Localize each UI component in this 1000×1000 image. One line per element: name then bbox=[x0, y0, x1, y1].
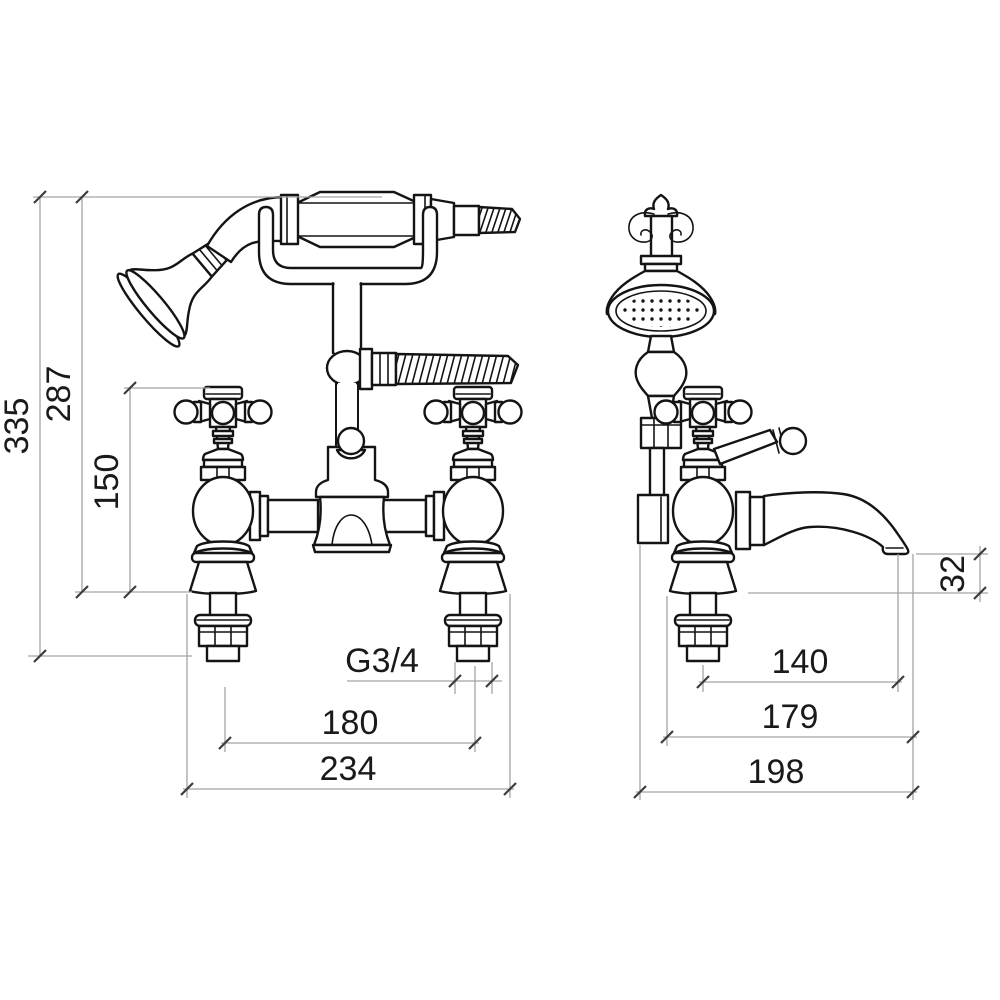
mixer-body-front bbox=[311, 426, 393, 554]
spout-profile bbox=[762, 491, 910, 556]
dim-label-234: 234 bbox=[320, 750, 377, 788]
dim-label-180: 180 bbox=[322, 704, 379, 742]
hose-tee bbox=[325, 347, 520, 450]
dim-label-150: 150 bbox=[88, 454, 126, 511]
dimension-projection: 179 bbox=[660, 554, 920, 800]
dim-label-140: 140 bbox=[772, 643, 829, 681]
wall-bracket-side bbox=[636, 493, 670, 545]
hose-outlet-segment bbox=[477, 205, 522, 235]
dim-label-335: 335 bbox=[0, 398, 36, 455]
spray-face-dots bbox=[623, 295, 699, 327]
dimension-overall-depth: 198 bbox=[633, 545, 920, 800]
dimension-layer: 335 287 150 G3/4 180 234 bbox=[0, 190, 988, 800]
shower-head-front bbox=[116, 240, 228, 348]
spout-side bbox=[734, 490, 910, 556]
column-join bbox=[332, 282, 362, 354]
side-view bbox=[605, 193, 910, 663]
dim-label-g34: G3/4 bbox=[345, 642, 419, 680]
handset-side bbox=[605, 193, 717, 545]
diverter-knob-front bbox=[336, 426, 366, 456]
dimension-deck-to-handset: 287 bbox=[40, 190, 89, 599]
center-spout-front bbox=[312, 495, 392, 547]
dimension-spout-reach: 140 bbox=[696, 554, 905, 692]
dim-label-198: 198 bbox=[748, 753, 805, 791]
dim-label-32: 32 bbox=[934, 555, 972, 593]
handset-cradle bbox=[257, 205, 439, 286]
front-view bbox=[116, 190, 523, 663]
diverter-lever-side bbox=[712, 426, 808, 466]
cradle-hook-finial bbox=[643, 193, 679, 218]
dimension-spout-drop: 32 bbox=[934, 546, 987, 602]
dimension-thread: G3/4 bbox=[345, 642, 502, 694]
dimension-overall-width: 234 bbox=[180, 594, 517, 798]
cradle-hook-volute-right bbox=[667, 211, 694, 243]
dimension-tap-centres: 180 bbox=[218, 666, 482, 752]
dim-label-287: 287 bbox=[40, 366, 78, 423]
cradle-hook-volute-left bbox=[628, 211, 655, 243]
hose-lower-segment bbox=[394, 352, 520, 386]
handset-grip bbox=[295, 190, 420, 249]
dimension-total-height: 335 bbox=[0, 190, 47, 663]
dimension-handle-height: 150 bbox=[88, 381, 137, 599]
dim-label-179: 179 bbox=[762, 698, 819, 736]
